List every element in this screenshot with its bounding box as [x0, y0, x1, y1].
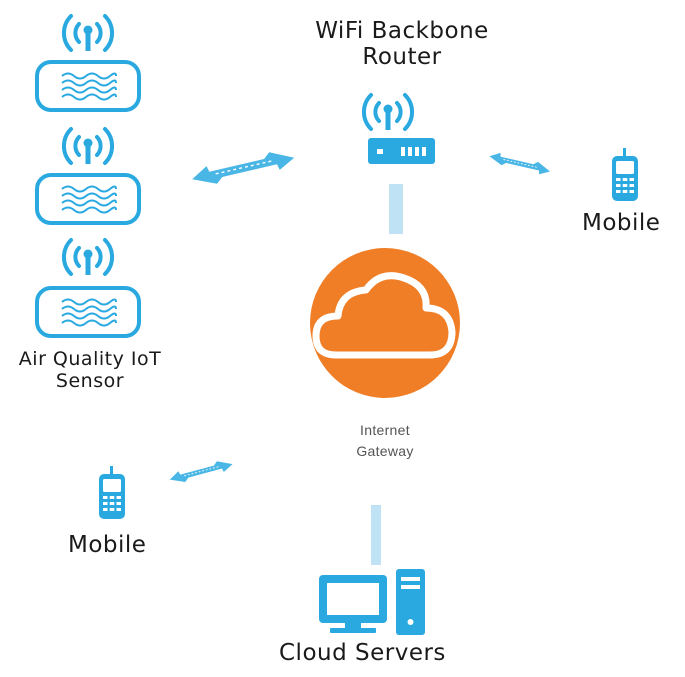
- sensor-label-line2: Sensor: [55, 370, 125, 392]
- router-label: WiFi Backbone Router: [292, 18, 512, 70]
- gateway-label-line1: Internet: [360, 422, 410, 438]
- router-gateway-link: [389, 184, 403, 234]
- sensor-router-wireless-link: [189, 148, 298, 188]
- sensor-label: Air Quality IoT Sensor: [0, 348, 180, 392]
- router-label-line2: Router: [362, 44, 442, 70]
- air-sensor-icon: [35, 127, 141, 225]
- servers-label: Cloud Servers: [279, 640, 446, 666]
- gateway-server-link: [371, 505, 381, 565]
- mobile-gateway-wireless-link: [167, 458, 235, 485]
- mobile-right-label: Mobile: [582, 210, 661, 236]
- mobile-phone-icon: [612, 148, 638, 201]
- gateway-label-line2: Gateway: [356, 443, 414, 459]
- cloud-icon: [310, 248, 460, 398]
- sensor-label-line1: Air Quality IoT: [18, 348, 162, 370]
- air-sensor-icon: [35, 238, 141, 338]
- air-sensor-icon: [35, 14, 141, 112]
- router-label-line1: WiFi Backbone: [315, 18, 489, 44]
- server-computer-icon: [319, 569, 425, 635]
- router-mobile-wireless-link: [487, 146, 553, 181]
- wifi-router-icon: [361, 93, 435, 164]
- mobile-left-label: Mobile: [68, 532, 147, 558]
- gateway-label: Internet Gateway: [315, 420, 455, 462]
- mobile-phone-icon: [99, 466, 125, 519]
